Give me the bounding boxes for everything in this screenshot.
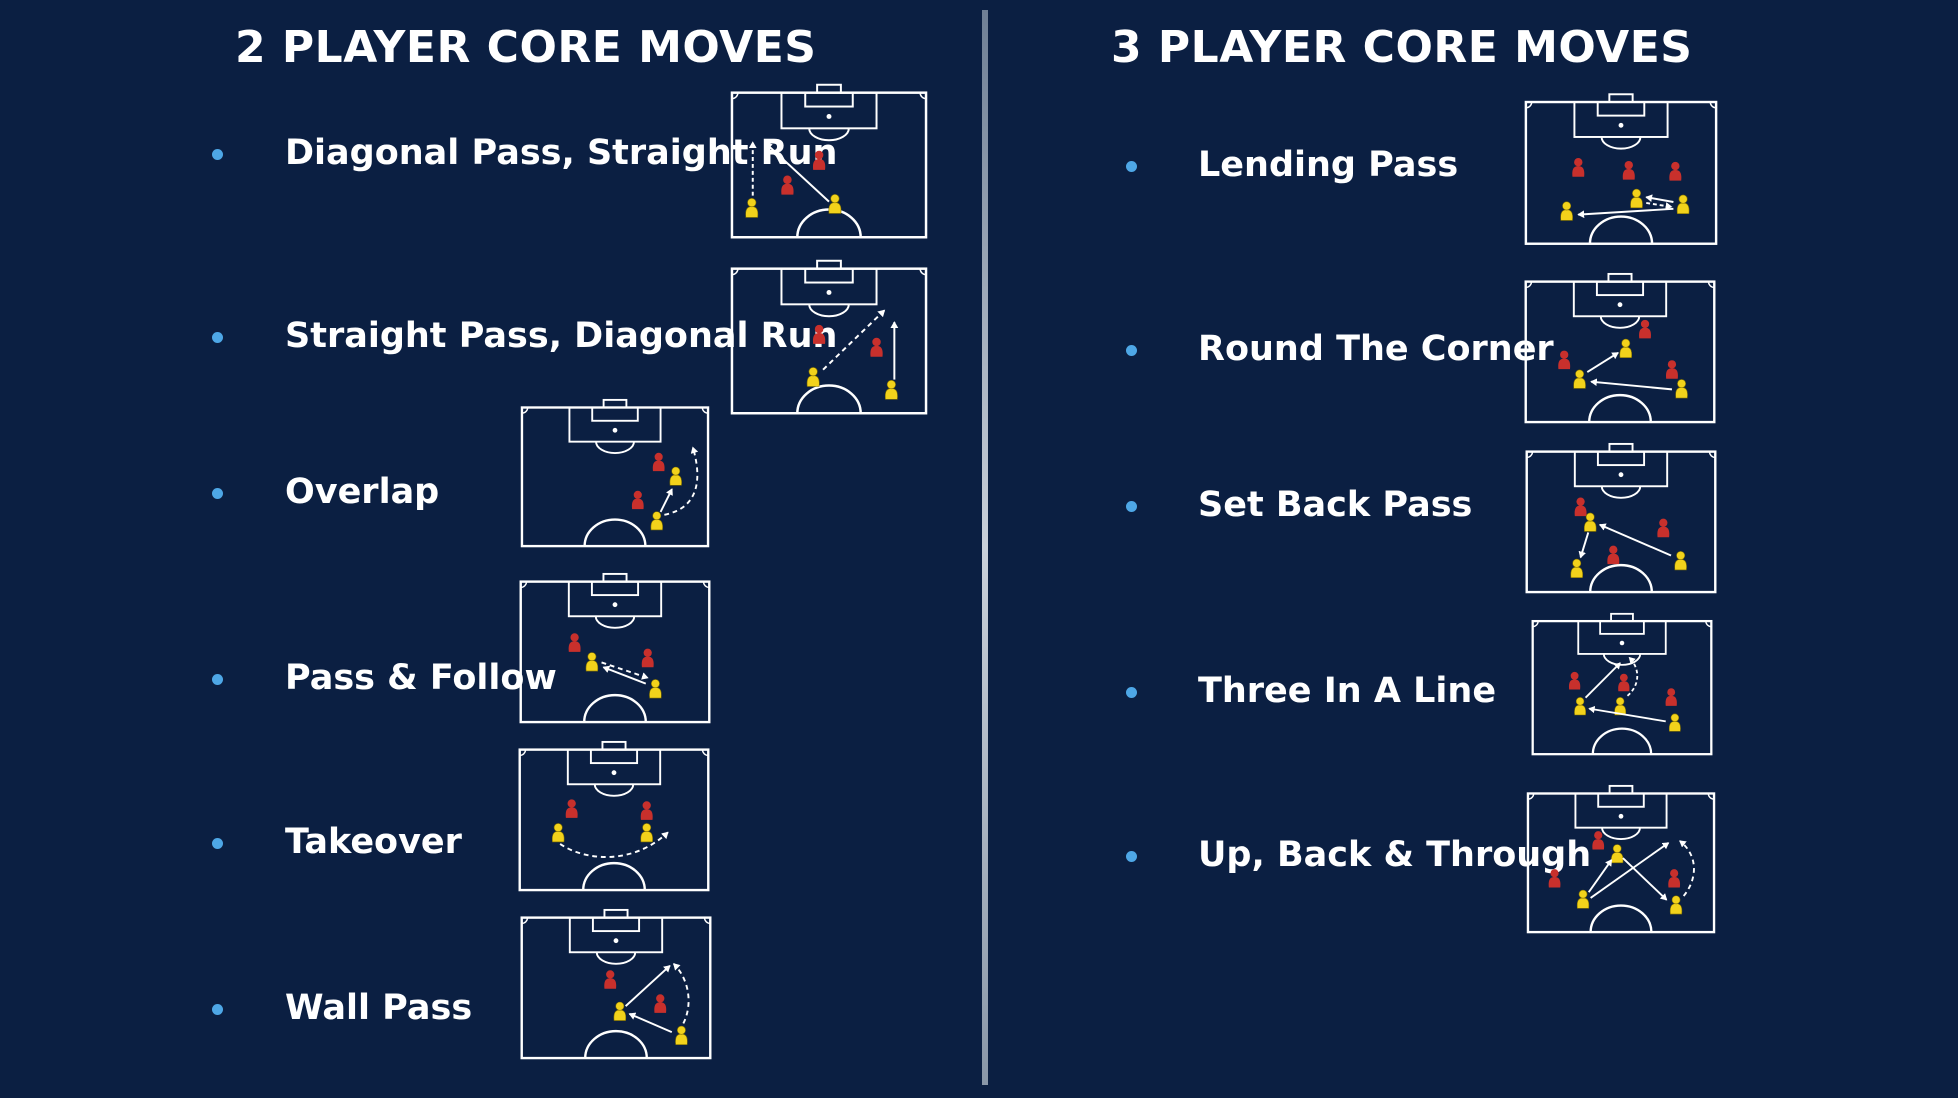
defender-icon: [1607, 545, 1620, 565]
attacker-icon: [1675, 379, 1688, 399]
defender-icon: [812, 324, 826, 344]
move-label: Diagonal Pass, Straight Run: [285, 133, 838, 173]
defender-icon: [640, 801, 653, 820]
defender-icon: [1665, 688, 1677, 706]
attacker-icon: [1570, 558, 1583, 578]
diagram-wall-pass: [516, 908, 716, 1060]
attacker-icon: [1560, 201, 1573, 221]
defender-icon: [812, 150, 826, 170]
move-label: Straight Pass, Diagonal Run: [285, 316, 838, 356]
defender-icon: [1572, 158, 1585, 177]
defender-icon: [1668, 869, 1681, 888]
defender-icon: [1665, 360, 1678, 379]
defender-icon: [1568, 671, 1581, 690]
bullet-icon: [1126, 501, 1137, 512]
defender-icon: [1592, 831, 1605, 850]
attacker-icon: [585, 652, 599, 672]
attacker-icon: [1630, 188, 1643, 209]
diagram-pass-and-follow: [514, 572, 716, 724]
bullet-icon: [212, 332, 223, 343]
move-label: Set Back Pass: [1198, 485, 1473, 525]
attacker-icon: [551, 823, 565, 843]
two-player-heading: 2 PLAYER CORE MOVES: [235, 22, 817, 73]
bullet-icon: [212, 488, 223, 499]
defender-icon: [1618, 673, 1630, 692]
bullet-icon: [1126, 161, 1137, 172]
attacker-icon: [650, 511, 663, 531]
defender-icon: [1639, 319, 1651, 339]
attacker-icon: [828, 194, 842, 214]
diagram-three-in-a-line: [1524, 612, 1720, 756]
diagram-straight-pass-diagonal-run: [728, 258, 930, 416]
defender-icon: [870, 337, 883, 357]
defender-icon: [641, 648, 654, 668]
defender-icon: [631, 490, 644, 510]
defender-icon: [1657, 518, 1670, 538]
attacker-icon: [884, 379, 898, 400]
bullet-icon: [1126, 345, 1137, 356]
attacker-icon: [1619, 338, 1633, 358]
attacker-icon: [613, 1001, 627, 1021]
bullet-icon: [1126, 851, 1137, 862]
move-label: Lending Pass: [1198, 145, 1459, 185]
defender-icon: [1574, 497, 1587, 517]
attacker-icon: [1576, 889, 1590, 909]
defender-icon: [1622, 160, 1635, 180]
defender-icon: [1669, 161, 1682, 181]
defender-icon: [565, 799, 578, 818]
bullet-icon: [1126, 687, 1137, 698]
attacker-icon: [1611, 844, 1624, 864]
defender-icon: [654, 994, 667, 1013]
attacker-icon: [640, 823, 653, 843]
move-label: Pass & Follow: [285, 658, 557, 698]
attacker-icon: [1676, 194, 1690, 214]
attacker-icon: [1573, 369, 1586, 389]
defender-icon: [1548, 869, 1561, 888]
move-label: Wall Pass: [285, 988, 473, 1028]
diagram-up-back-and-through: [1522, 784, 1720, 934]
bullet-icon: [212, 149, 223, 160]
attacker-icon: [675, 1025, 688, 1045]
bullet-icon: [212, 1004, 223, 1015]
defender-icon: [652, 452, 665, 472]
move-label: Three In A Line: [1198, 671, 1497, 711]
attacker-icon: [669, 466, 682, 486]
three-player-heading: 3 PLAYER CORE MOVES: [1111, 22, 1693, 73]
diagram-round-the-corner: [1520, 272, 1720, 424]
diagram-takeover: [512, 740, 716, 892]
attacker-icon: [1674, 551, 1687, 571]
move-label: Takeover: [285, 822, 462, 862]
move-label: Up, Back & Through: [1198, 835, 1592, 875]
attacker-icon: [649, 679, 662, 699]
defender-icon: [604, 970, 617, 989]
diagram-overlap: [514, 398, 716, 548]
diagram-diagonal-pass-straight-run: [728, 82, 930, 240]
bullet-icon: [212, 838, 223, 849]
attacker-icon: [1583, 512, 1597, 532]
move-label: Round The Corner: [1198, 329, 1554, 369]
attacker-icon: [1669, 895, 1683, 915]
defender-icon: [568, 633, 581, 652]
attacker-icon: [745, 198, 759, 218]
column-divider: [982, 10, 988, 1085]
defender-icon: [1558, 350, 1571, 370]
attacker-icon: [806, 367, 820, 387]
attacker-icon: [1574, 697, 1586, 716]
attacker-icon: [1668, 713, 1681, 732]
bullet-icon: [212, 674, 223, 685]
diagram-set-back-pass: [1522, 442, 1720, 594]
defender-icon: [781, 175, 794, 195]
diagram-lending-pass: [1522, 92, 1720, 246]
move-label: Overlap: [285, 472, 440, 512]
